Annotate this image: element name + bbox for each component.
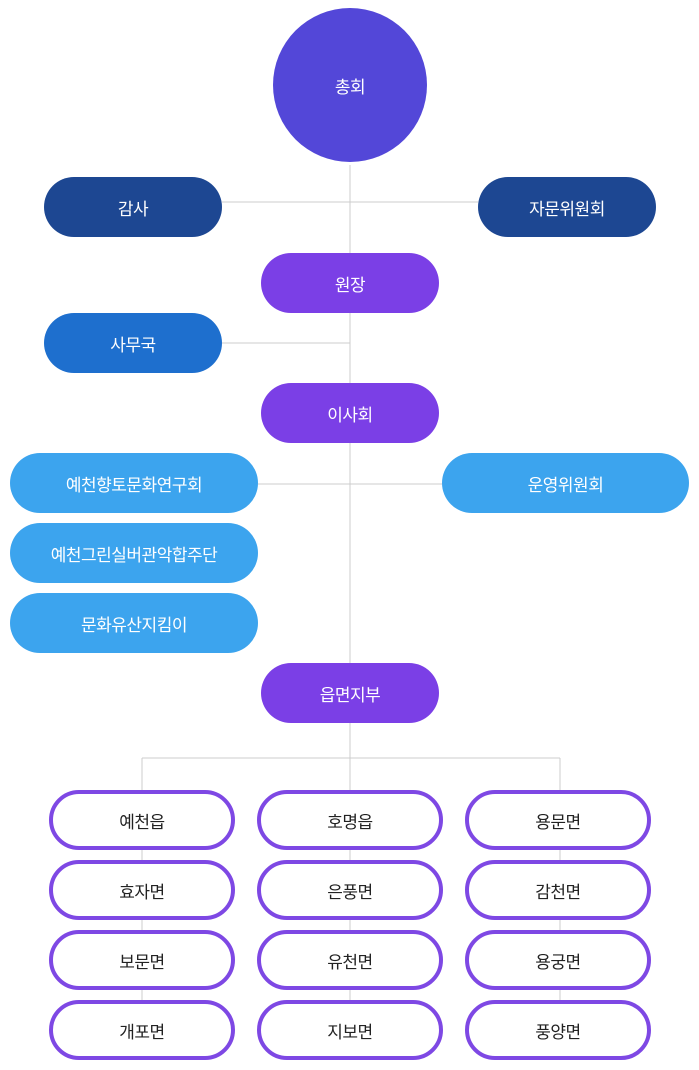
branch-node: 지보면 xyxy=(257,1000,443,1060)
board-label: 이사회 xyxy=(327,405,373,426)
branch-node: 풍양면 xyxy=(465,1000,651,1060)
secretariat-label: 사무국 xyxy=(110,335,156,356)
branch-label: 개포면 xyxy=(119,1022,165,1043)
branch-label: 호명읍 xyxy=(327,812,373,833)
silver-band-label: 예천그린실버관악합주단 xyxy=(50,545,218,566)
branch-node: 개포면 xyxy=(49,1000,235,1060)
audit-node: 감사 xyxy=(44,177,222,237)
branch-label: 풍양면 xyxy=(535,1022,581,1043)
operations-committee-label: 운영위원회 xyxy=(527,475,604,496)
branch-node: 효자면 xyxy=(49,860,235,920)
research-group-node: 예천향토문화연구회 xyxy=(10,453,258,513)
branch-label: 예천읍 xyxy=(119,812,165,833)
board-node: 이사회 xyxy=(261,383,439,443)
general-assembly-label: 총회 xyxy=(334,77,366,98)
branch-label: 은풍면 xyxy=(327,882,373,903)
general-assembly-node: 총회 xyxy=(273,8,427,162)
heritage-guard-label: 문화유산지킴이 xyxy=(81,615,187,636)
branches-label: 읍면지부 xyxy=(319,685,381,706)
secretariat-node: 사무국 xyxy=(44,313,222,373)
branch-node: 예천읍 xyxy=(49,790,235,850)
director-node: 원장 xyxy=(261,253,439,313)
silver-band-node: 예천그린실버관악합주단 xyxy=(10,523,258,583)
branch-label: 효자면 xyxy=(119,882,165,903)
branch-node: 감천면 xyxy=(465,860,651,920)
branch-node: 용궁면 xyxy=(465,930,651,990)
branches-node: 읍면지부 xyxy=(261,663,439,723)
branch-label: 보문면 xyxy=(119,952,165,973)
branch-node: 용문면 xyxy=(465,790,651,850)
branch-label: 지보면 xyxy=(327,1022,373,1043)
branch-node: 보문면 xyxy=(49,930,235,990)
advisory-committee-node: 자문위원회 xyxy=(478,177,656,237)
branch-node: 유천면 xyxy=(257,930,443,990)
branch-node: 은풍면 xyxy=(257,860,443,920)
director-label: 원장 xyxy=(334,275,366,296)
advisory-committee-label: 자문위원회 xyxy=(529,199,605,220)
research-group-label: 예천향토문화연구회 xyxy=(65,475,203,496)
heritage-guard-node: 문화유산지킴이 xyxy=(10,593,258,653)
branch-label: 유천면 xyxy=(327,952,373,973)
operations-committee-node: 운영위원회 xyxy=(442,453,689,513)
branch-label: 용문면 xyxy=(535,812,581,833)
branch-node: 호명읍 xyxy=(257,790,443,850)
branch-label: 감천면 xyxy=(535,882,581,903)
audit-label: 감사 xyxy=(117,199,149,220)
branch-label: 용궁면 xyxy=(535,952,581,973)
